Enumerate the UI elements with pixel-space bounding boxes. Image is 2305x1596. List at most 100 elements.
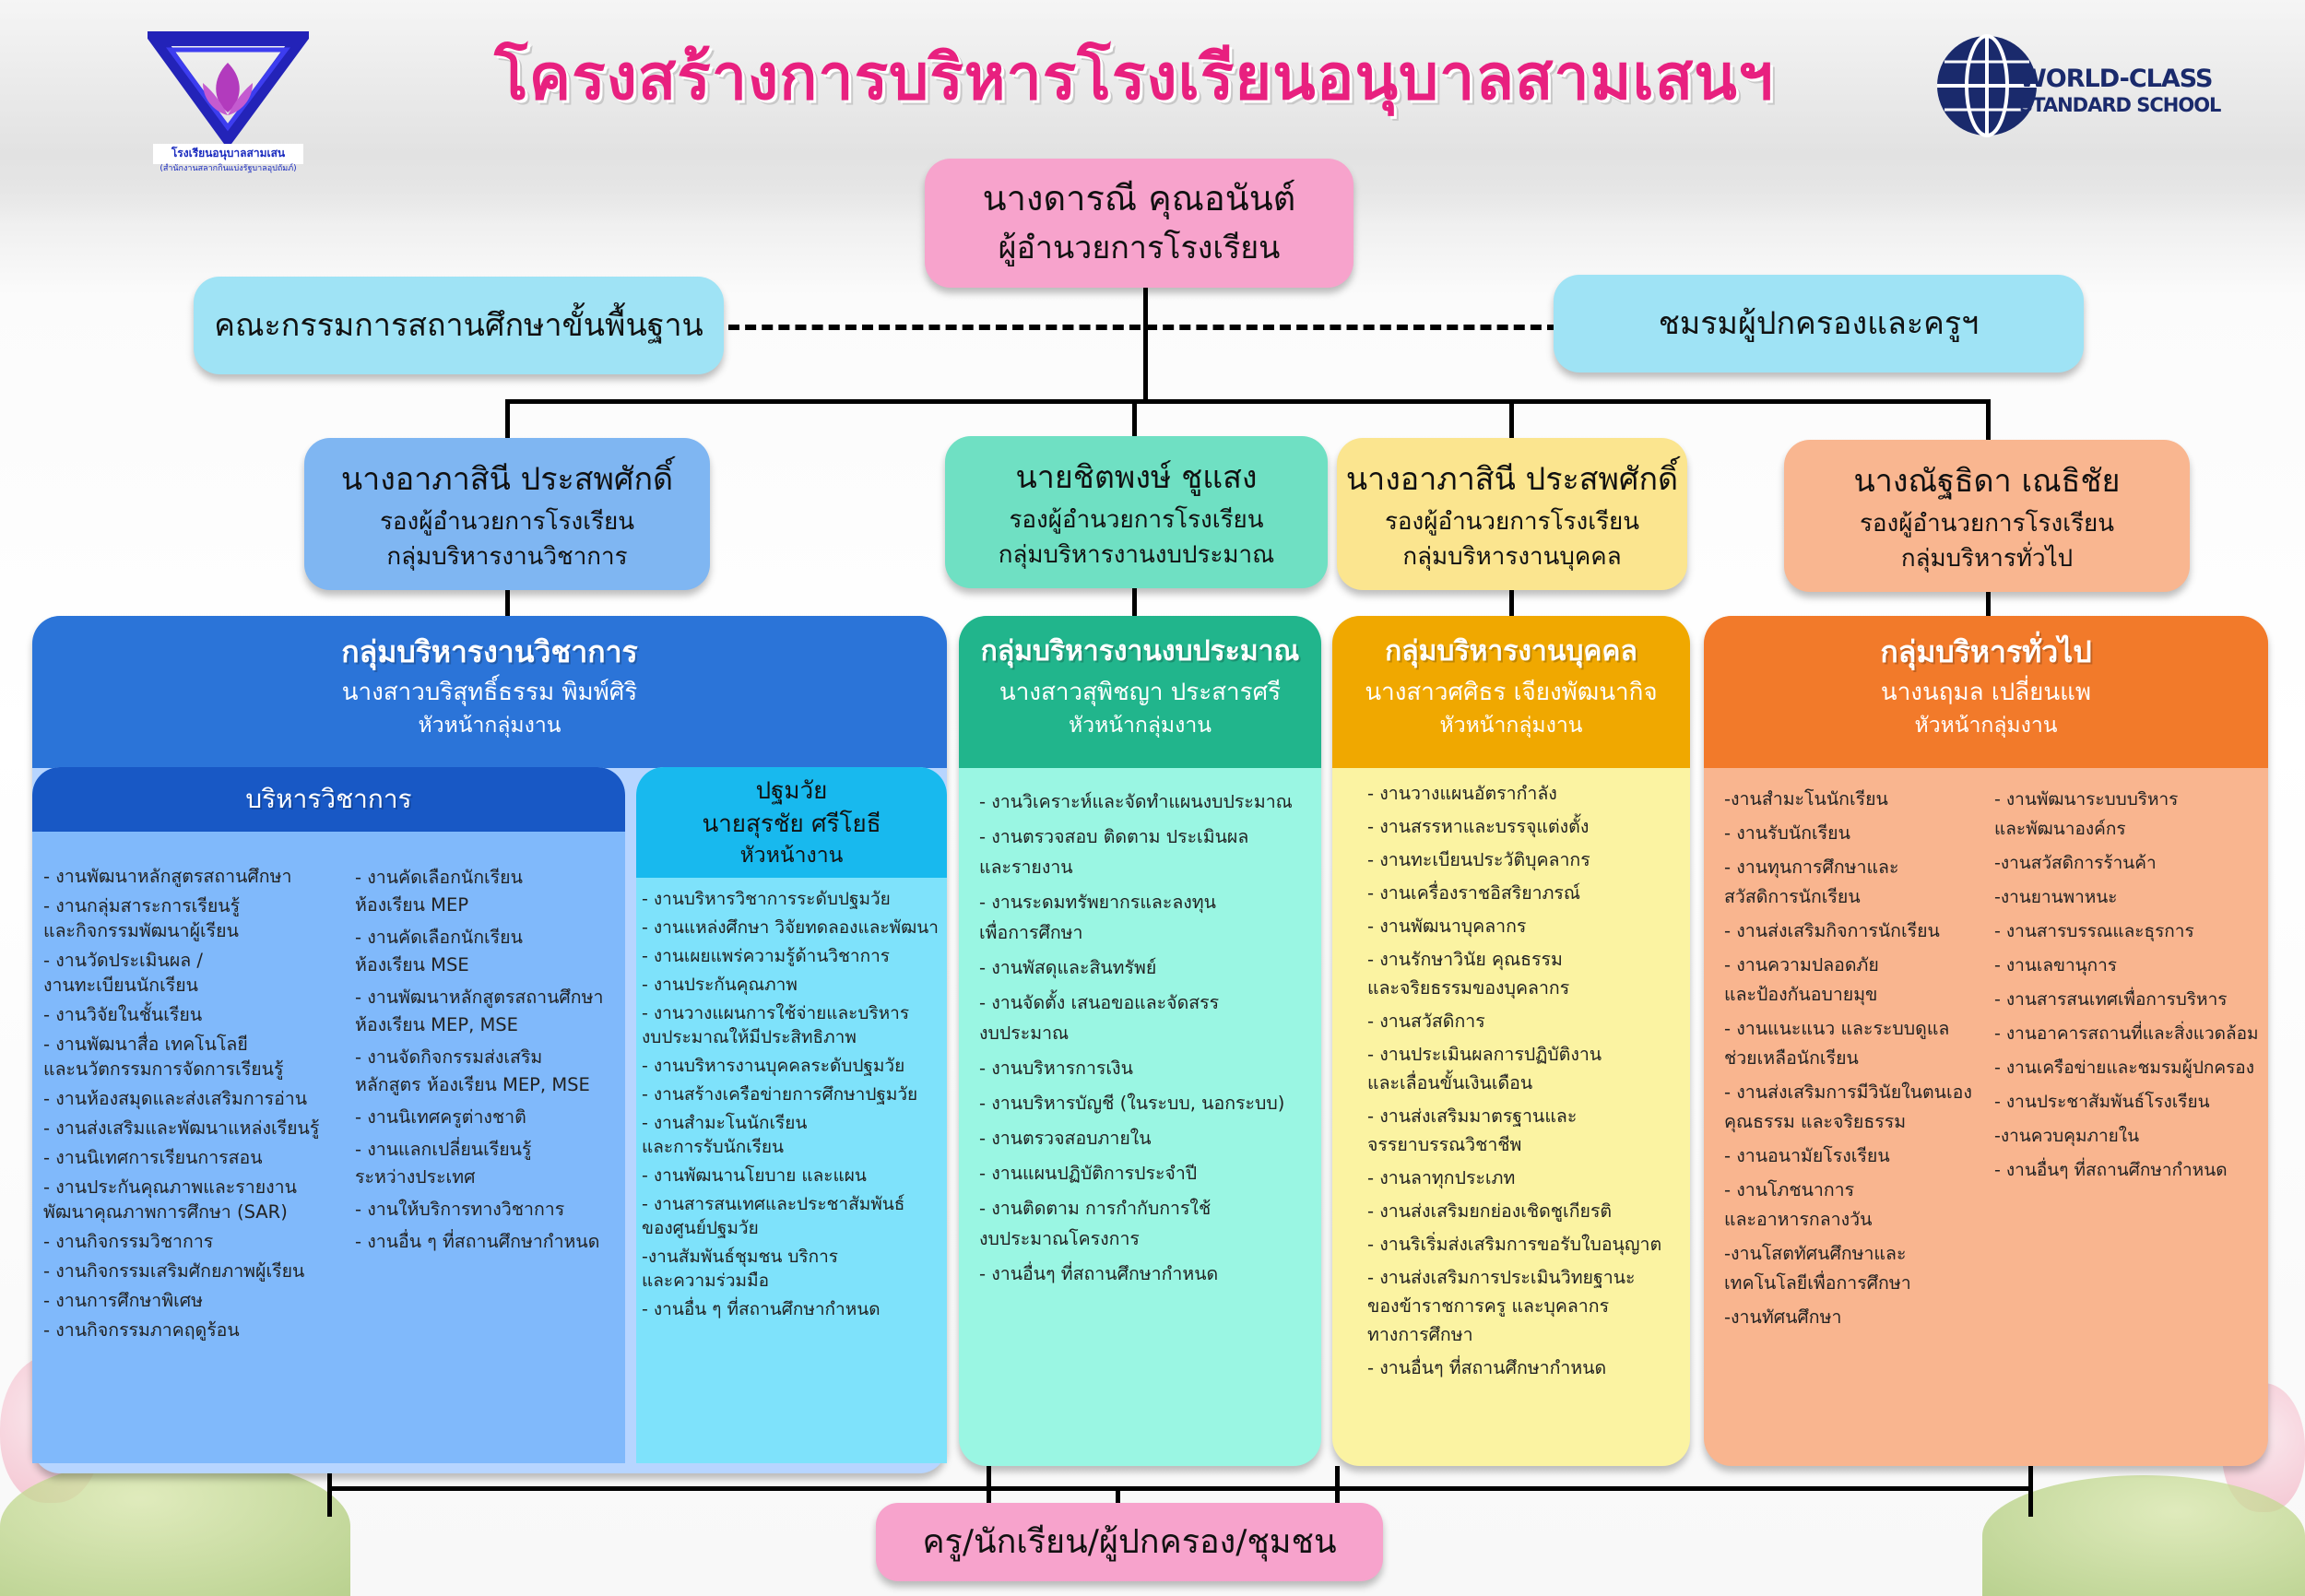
- deputy-academic-box: นางอาภาสินี ประสพศักดิ์ รองผู้อำนวยการโร…: [304, 438, 710, 590]
- list-item: - งานระดมทรัพยากรและลงทุน เพื่อการศึกษา: [979, 892, 1216, 943]
- list-item: - งานความปลอดภัย และป้องกันอบายมุข: [1724, 954, 1879, 1005]
- list-item: - งานการศึกษาพิเศษ: [43, 1290, 204, 1311]
- list-item: - งานติดตาม การกำกับการใช้ งบประมาณโครงก…: [979, 1198, 1212, 1249]
- parents-club-label: ชมรมผู้ปกครองและครูฯ: [1658, 305, 1980, 342]
- director-box: นางดารณี คุณอนันต์ ผู้อำนวยการโรงเรียน: [925, 159, 1353, 288]
- deputy-group: กลุ่มบริหารงานงบประมาณ: [998, 540, 1275, 569]
- list-item: - งานบริหารการเงิน: [979, 1058, 1133, 1079]
- deputy-group: กลุ่มบริหารงานบุคคล: [1402, 542, 1622, 571]
- list-item: - งานเผยแพร่ความรู้ด้านวิชาการ: [642, 946, 890, 966]
- academic-group-title: กลุ่มบริหารงานวิชาการ: [341, 634, 638, 669]
- list-item: - งานอื่นๆ ที่สถานศึกษากำหนด: [1994, 1160, 2228, 1180]
- general-group-card: กลุ่มบริหารทั่วไป นางนฤมล เปลี่ยนแพ หัวห…: [1704, 616, 2268, 1466]
- early-childhood-head-role: หัวหน้างาน: [739, 844, 844, 868]
- list-item: - งานพัฒนานโยบาย และแผน: [642, 1165, 867, 1186]
- lotus-leaf-left: [0, 1457, 350, 1596]
- academic-admin-list-1: - งานพัฒนาหลักสูตรสถานศึกษา - งานกลุ่มสา…: [43, 864, 348, 1347]
- list-item: - งานห้องสมุดและส่งเสริมการอ่าน: [43, 1088, 308, 1109]
- list-item: -งานควบคุมภายใน: [1994, 1126, 2140, 1146]
- early-childhood-header: ปฐมวัย นายสุรชัย ศรีโยธี หัวหน้างาน: [636, 767, 947, 878]
- academic-group-header: กลุ่มบริหารงานวิชาการ นางสาวบริสุทธิ์ธรร…: [32, 616, 947, 768]
- academic-admin-panel: บริหารวิชาการ - งานพัฒนาหลักสูตรสถานศึกษ…: [32, 767, 625, 1463]
- list-item: - งานพัฒนาหลักสูตรสถานศึกษา ห้องเรียน ME…: [355, 987, 604, 1035]
- academic-head-role: หัวหน้ากลุ่มงาน: [418, 714, 561, 738]
- connector-bottom-1: [327, 1466, 332, 1517]
- budget-group-header: กลุ่มบริหารงานงบประมาณ นางสาวสุพิชญา ประ…: [959, 616, 1321, 768]
- budget-group-card: กลุ่มบริหารงานงบประมาณ นางสาวสุพิชญา ประ…: [959, 616, 1321, 1466]
- list-item: - งานตรวจสอบภายใน: [979, 1128, 1152, 1149]
- list-item: - งานให้บริการทางวิชาการ: [355, 1199, 565, 1220]
- list-item: - งานอื่นๆ ที่สถานศึกษากำหนด: [979, 1263, 1219, 1284]
- list-item: - งานแนะแนว และระบบดูแล ช่วยเหลือนักเรีย…: [1724, 1018, 1950, 1069]
- list-item: - งานสร้างเครือข่ายการศึกษาปฐมวัย: [642, 1084, 918, 1105]
- list-item: - งานวางแผนอัตรากำลัง: [1367, 783, 1557, 804]
- globe-icon: [1937, 34, 2037, 137]
- list-item: - งานอื่น ๆ ที่สถานศึกษากำหนด: [355, 1231, 600, 1252]
- director-role: ผู้อำนวยการโรงเรียน: [998, 230, 1281, 266]
- list-item: - งานทุนการศึกษาและ สวัสดิการนักเรียน: [1724, 857, 1899, 907]
- list-item: - งานบริหารบัญชี (ในระบบ, นอกระบบ): [979, 1093, 1285, 1114]
- academic-admin-header: บริหารวิชาการ: [32, 767, 625, 832]
- list-item: - งานกลุ่มสาระการเรียนรู้ และกิจกรรมพัฒน…: [43, 895, 241, 941]
- academic-head-name: นางสาวบริสุทธิ์ธรรม พิมพ์ศิริ: [341, 679, 638, 706]
- list-item: - งานวิจัยในชั้นเรียน: [43, 1004, 203, 1025]
- list-item: - งานสารสนเทศและประชาสัมพันธ์ ของศูนย์ปฐ…: [642, 1194, 905, 1238]
- list-item: - งานโภชนาการ และอาหารกลางวัน: [1724, 1179, 1873, 1230]
- deputy-personnel-box: นางอาภาสินี ประสพศักดิ์ รองผู้อำนวยการโร…: [1337, 438, 1687, 590]
- budget-head-role: หัวหน้ากลุ่มงาน: [1069, 714, 1212, 738]
- general-list-1: -งานสำมะโนนักเรียน - งานรับนักเรียน - งา…: [1724, 785, 1996, 1337]
- stakeholders-label: ครู/นักเรียน/ผู้ปกครอง/ชุมชน: [922, 1522, 1337, 1561]
- list-item: - งานอื่นๆ ที่สถานศึกษากำหนด: [1367, 1357, 1607, 1378]
- connector-bottom-3: [1335, 1466, 1340, 1517]
- general-group-header: กลุ่มบริหารทั่วไป นางนฤมล เปลี่ยนแพ หัวห…: [1704, 616, 2268, 768]
- general-group-title: กลุ่มบริหารทั่วไป: [1880, 634, 2092, 669]
- connector-deputy-bus: [505, 399, 1991, 404]
- list-item: - งานส่งเสริมการมีวินัยในตนเอง คุณธรรม แ…: [1724, 1082, 1972, 1132]
- school-logo: โรงเรียนอนุบาลสามเสน (สำนักงานสลากกินแบ่…: [142, 28, 314, 189]
- deputy-name: นายชิตพงษ์ ชูแสง: [1015, 458, 1258, 496]
- school-board-box: คณะกรรมการสถานศึกษาขั้นพื้นฐาน: [194, 277, 724, 374]
- deputy-name: นางอาภาสินี ประสพศักดิ์: [1345, 460, 1679, 498]
- academic-admin-title: บริหารวิชาการ: [245, 784, 412, 814]
- list-item: - งานคัดเลือกนักเรียน ห้องเรียน MEP: [355, 867, 523, 916]
- list-item: - งานส่งเสริมกิจการนักเรียน: [1724, 920, 1940, 941]
- list-item: -งานยานพาหนะ: [1994, 887, 2118, 907]
- early-childhood-panel: ปฐมวัย นายสุรชัย ศรีโยธี หัวหน้างาน - งา…: [636, 767, 947, 1463]
- list-item: - งานแหล่งศึกษา วิจัยทดลองและพัฒนา: [642, 917, 939, 938]
- list-item: - งานพัฒนาระบบบริหาร และพัฒนาองค์กร: [1994, 789, 2179, 839]
- list-item: - งานประเมินผลการปฏิบัติงาน และเลื่อนขั้…: [1367, 1044, 1602, 1094]
- budget-head-name: นางสาวสุพิชญา ประสารศรี: [999, 679, 1282, 706]
- early-childhood-title: ปฐมวัย: [755, 777, 828, 805]
- list-item: - งานสวัสดิการ: [1367, 1011, 1485, 1032]
- general-list-2: - งานพัฒนาระบบบริหาร และพัฒนาองค์กร -งาน…: [1994, 785, 2268, 1189]
- deputy-role: รองผู้อำนวยการโรงเรียน: [1384, 507, 1640, 536]
- list-item: - งานทะเบียนประวัติบุคลากร: [1367, 849, 1590, 870]
- list-item: - งานอื่น ๆ ที่สถานศึกษากำหนด: [642, 1299, 881, 1319]
- list-item: - งานคัดเลือกนักเรียน ห้องเรียน MSE: [355, 927, 523, 975]
- list-item: - งานลาทุกประเภท: [1367, 1167, 1516, 1188]
- deputy-name: นางอาภาสินี ประสพศักดิ์: [340, 460, 674, 498]
- early-childhood-head-name: นายสุรชัย ศรีโยธี: [702, 810, 881, 838]
- lotus-leaf-right: [1982, 1475, 2305, 1596]
- list-item: - งานกิจกรรมวิชาการ: [43, 1231, 214, 1252]
- list-item: - งานรักษาวินัย คุณธรรม และจริยธรรมของบุ…: [1367, 949, 1570, 999]
- director-name: นางดารณี คุณอนันต์: [982, 178, 1296, 219]
- deputy-role: รองผู้อำนวยการโรงเรียน: [1859, 509, 2115, 538]
- list-item: -งานทัศนศึกษา: [1724, 1306, 1842, 1328]
- list-item: - งานอนามัยโรงเรียน: [1724, 1145, 1890, 1166]
- deputy-role: รองผู้อำนวยการโรงเรียน: [1009, 505, 1264, 534]
- deputy-budget-box: นายชิตพงษ์ ชูแสง รองผู้อำนวยการโรงเรียน …: [945, 436, 1328, 588]
- list-item: -งานสวัสดิการร้านค้า: [1994, 853, 2157, 873]
- wcs-line2: STANDARD SCHOOL: [2019, 94, 2221, 116]
- budget-list: - งานวิเคราะห์และจัดทำแผนงบประมาณ - งานต…: [979, 786, 1320, 1294]
- general-head-name: นางนฤมล เปลี่ยนแพ: [1880, 679, 2092, 706]
- list-item: - งานพัสดุและสินทรัพย์: [979, 957, 1157, 978]
- page-title: โครงสร้างการบริหารโรงเรียนอนุบาลสามเสนฯ: [494, 41, 1774, 114]
- list-item: - งานวิเคราะห์และจัดทำแผนงบประมาณ: [979, 791, 1293, 812]
- list-item: - งานแผนปฏิบัติการประจำปี: [979, 1163, 1198, 1184]
- personnel-head-role: หัวหน้ากลุ่มงาน: [1439, 714, 1583, 738]
- list-item: - งานพัฒนาหลักสูตรสถานศึกษา: [43, 866, 292, 887]
- list-item: - งานนิเทศครูต่างชาติ: [355, 1106, 526, 1128]
- deputy-general-box: นางณัฐธิดา เณธิชัย รองผู้อำนวยการโรงเรีย…: [1784, 440, 2190, 592]
- list-item: - งานตรวจสอบ ติดตาม ประเมินผล และรายงาน: [979, 826, 1249, 878]
